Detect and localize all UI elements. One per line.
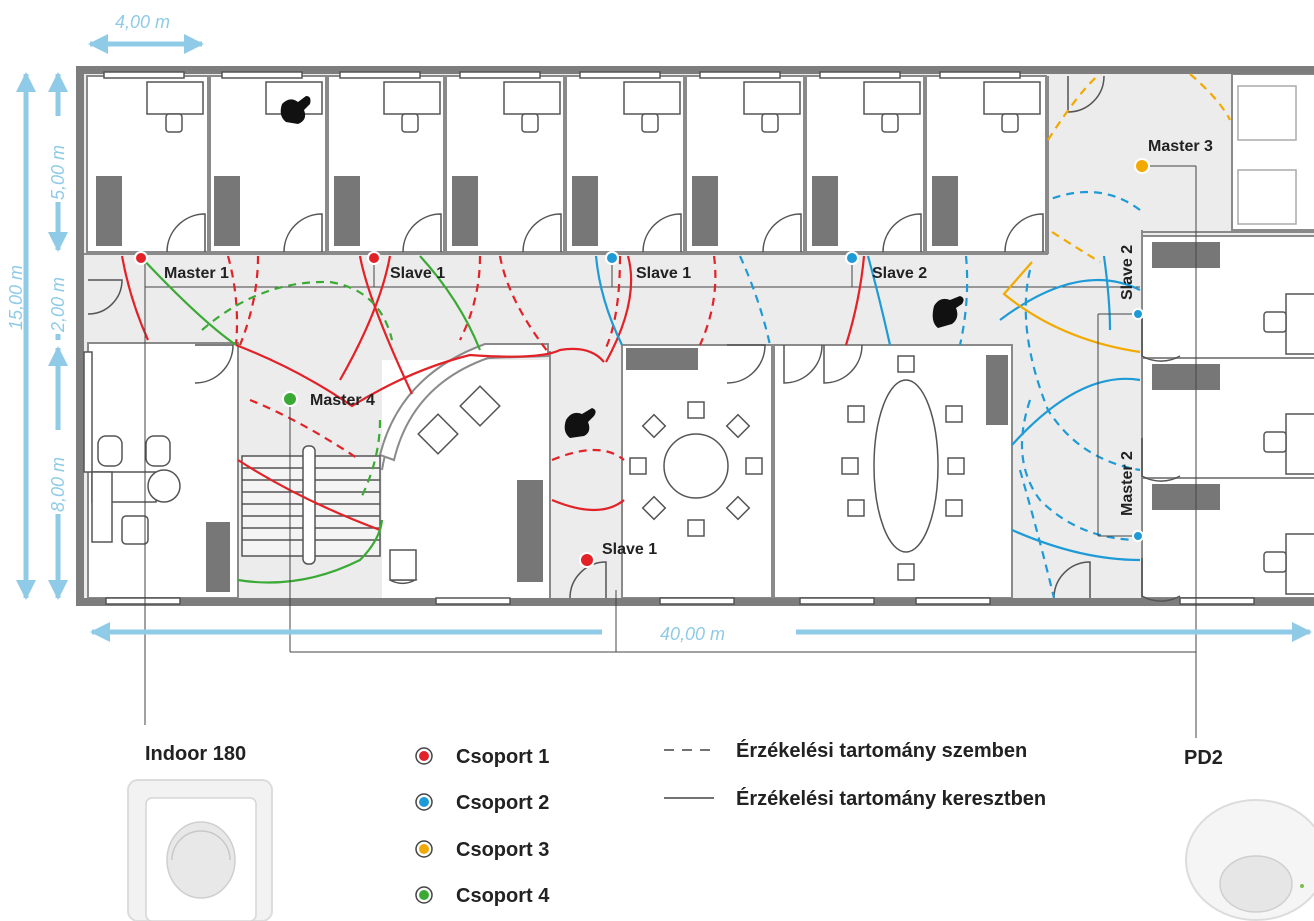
svg-text:Csoport 2: Csoport 2 bbox=[456, 792, 549, 814]
legend-solid-line: Érzékelési tartomány keresztben bbox=[664, 787, 1046, 810]
indoor-180-lens bbox=[166, 821, 236, 899]
legend-item-group-4: Csoport 4 bbox=[415, 885, 550, 907]
label-slave-1a: Slave 1 bbox=[390, 265, 445, 282]
label-slave-2b: Slave 2 bbox=[1119, 245, 1136, 300]
round-table bbox=[629, 401, 763, 537]
sensor-master-2 bbox=[1132, 530, 1144, 542]
sensor-master-1 bbox=[134, 251, 148, 265]
sensor-slave-1c bbox=[579, 552, 595, 568]
label-slave-1c: Slave 1 bbox=[602, 541, 657, 558]
label-slave-1b: Slave 1 bbox=[636, 265, 691, 282]
svg-text:Csoport 1: Csoport 1 bbox=[456, 746, 549, 768]
desks bbox=[146, 81, 1041, 133]
cabinets bbox=[96, 176, 1220, 592]
leader-lines bbox=[144, 165, 1197, 738]
svg-text:Csoport 4: Csoport 4 bbox=[456, 885, 550, 907]
legend-item-group-3: Csoport 3 bbox=[415, 839, 549, 861]
sensor-slave-1a bbox=[367, 251, 381, 265]
sensor-slave-2b bbox=[1132, 308, 1144, 320]
product-indoor-180: Indoor 180 bbox=[127, 743, 273, 921]
sensor-slave-2a bbox=[845, 251, 859, 265]
label-master-4: Master 4 bbox=[310, 392, 375, 409]
group-2-ranges bbox=[594, 190, 1141, 599]
dim-total-depth: 15,00 m bbox=[6, 265, 26, 330]
label-slave-2a: Slave 2 bbox=[872, 265, 927, 282]
group-3-ranges bbox=[1002, 73, 1231, 354]
dim-corridor-width: 2,00 m bbox=[48, 277, 68, 333]
legend-dashed-line: Érzékelési tartomány szemben bbox=[664, 739, 1027, 762]
label-master-2: Master 2 bbox=[1119, 451, 1136, 516]
sensor-master-4 bbox=[282, 391, 298, 407]
dim-room-width: 4,00 m bbox=[115, 12, 170, 32]
product-indoor-label: Indoor 180 bbox=[145, 743, 246, 765]
pd2-lens bbox=[1219, 855, 1293, 913]
svg-text:Érzékelési tartomány szemben: Érzékelési tartomány szemben bbox=[736, 739, 1027, 762]
label-master-3: Master 3 bbox=[1148, 138, 1213, 155]
sensor-labels: Master 1 Slave 1 Slave 1 Slave 2 Master … bbox=[164, 138, 1213, 558]
windows bbox=[103, 71, 1255, 605]
legend: Csoport 1 Csoport 2 Csoport 3 Csoport 4 … bbox=[415, 739, 1046, 907]
legend-item-group-1: Csoport 1 bbox=[415, 746, 549, 768]
label-master-1: Master 1 bbox=[164, 265, 229, 282]
detection-ranges bbox=[120, 73, 1231, 599]
legend-item-group-2: Csoport 2 bbox=[415, 792, 549, 814]
staircase bbox=[241, 445, 381, 565]
group-1-ranges bbox=[120, 255, 866, 532]
sensor-slave-1b bbox=[605, 251, 619, 265]
dimensions: 4,00 m 15,00 m 5,00 m 2,00 m 8,00 m 40,0… bbox=[6, 12, 1312, 644]
product-pd2-label: PD2 bbox=[1184, 747, 1223, 769]
conference-table bbox=[841, 355, 965, 581]
dim-lower-depth: 8,00 m bbox=[48, 457, 68, 512]
svg-text:Csoport 3: Csoport 3 bbox=[456, 839, 549, 861]
sensors bbox=[134, 158, 1150, 568]
group-4-ranges bbox=[139, 255, 482, 584]
dim-office-depth: 5,00 m bbox=[48, 145, 68, 200]
people bbox=[280, 96, 964, 438]
dim-total-length: 40,00 m bbox=[660, 624, 725, 644]
svg-text:Érzékelési tartomány keresztbe: Érzékelési tartomány keresztben bbox=[736, 787, 1046, 810]
sensor-master-3 bbox=[1134, 158, 1150, 174]
building bbox=[76, 66, 1314, 606]
product-pd2: PD2 bbox=[1184, 747, 1314, 921]
doors bbox=[87, 75, 1181, 602]
